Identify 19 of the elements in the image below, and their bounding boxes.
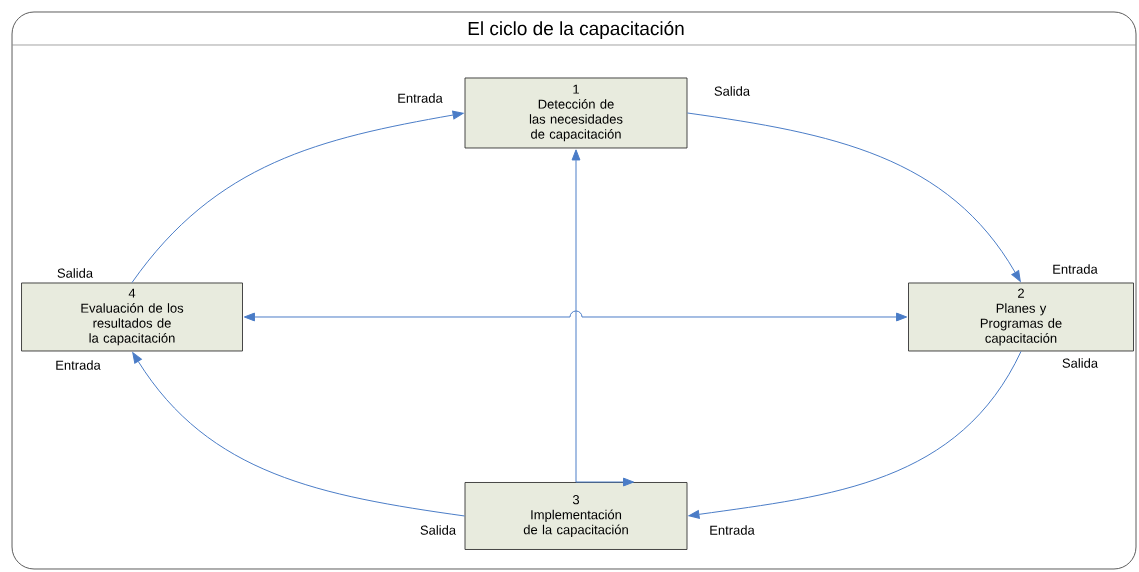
arrow: [131, 110, 464, 284]
port-label: Entrada: [710, 525, 755, 535]
arrow: [132, 352, 466, 517]
port-label: Entrada: [398, 93, 443, 103]
title: El ciclo de la capacitación: [468, 21, 684, 39]
port-label: Salida: [714, 86, 751, 96]
process-box: 2 Planes y Programas de capacitación: [908, 282, 1134, 352]
port-label: Salida: [420, 525, 457, 535]
arrow: [686, 112, 1021, 282]
arrow: [688, 350, 1022, 519]
process-box: 3 Implementación de la capacitación: [464, 482, 688, 550]
port-label: Salida: [1062, 358, 1099, 368]
arrow: [243, 310, 908, 322]
process-box: 1 Detección de las necesidades de capacitación: [464, 77, 688, 149]
process-box: 4 Evaluación de los resultados de la capacitación: [21, 282, 243, 352]
arrow: [571, 149, 635, 487]
port-label: Entrada: [1053, 264, 1098, 274]
port-label: Entrada: [56, 360, 101, 370]
port-label: Salida: [57, 268, 94, 278]
